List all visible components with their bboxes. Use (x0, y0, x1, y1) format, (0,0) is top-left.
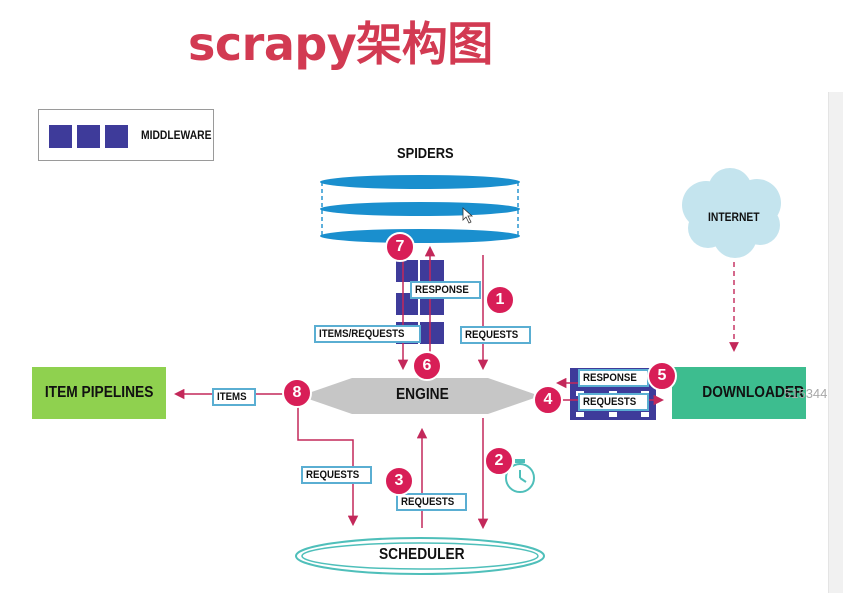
tag-requests-scheduler-left: REQUESTS (301, 466, 372, 484)
stopwatch-icon (505, 459, 535, 493)
middleware-square (49, 125, 72, 148)
internet-label: INTERNET (708, 210, 760, 224)
internet-cloud-icon (682, 168, 781, 258)
tag-response-downloader: RESPONSE (578, 369, 650, 387)
step-badge: 6 (412, 351, 442, 381)
legend: MIDDLEWARE (38, 109, 214, 161)
downloader-box (672, 367, 806, 419)
step-badge: 1 (485, 285, 515, 315)
tag-requests-spider: REQUESTS (460, 326, 531, 344)
engine-label: ENGINE (396, 386, 449, 403)
tag-response-spider: RESPONSE (410, 281, 482, 299)
spiders-label: SPIDERS (397, 145, 454, 162)
arrow-requests-left (297, 396, 359, 527)
page-title: scrapy架构图 (188, 17, 493, 71)
spiders-icon (320, 175, 520, 243)
scheduler-label: SCHEDULER (379, 546, 465, 563)
step-badge: 8 (282, 378, 312, 408)
item-pipelines-box (32, 367, 166, 419)
step-badge: 2 (484, 446, 514, 476)
legend-label: MIDDLEWARE (141, 128, 212, 142)
middleware-square (77, 125, 100, 148)
downloader-label[interactable]: DOWNLOADER (702, 384, 804, 401)
cursor-icon (462, 207, 474, 224)
watermark: 515344 (784, 386, 828, 401)
tag-requests-downloader: REQUESTS (578, 393, 649, 411)
tag-items-requests: ITEMS/REQUESTS (314, 325, 422, 343)
step-badge: 5 (647, 361, 677, 391)
scrollbar[interactable] (828, 92, 843, 593)
tag-requests-scheduler-mid: REQUESTS (396, 493, 467, 511)
engine-shape (300, 378, 540, 414)
step-badge: 7 (385, 232, 415, 262)
item-pipelines-label[interactable]: ITEM PIPELINES (44, 384, 154, 401)
scheduler-shape (295, 537, 545, 575)
middleware-square (105, 125, 128, 148)
tag-items: ITEMS (212, 388, 256, 406)
step-badge: 4 (533, 385, 563, 415)
step-badge: 3 (384, 466, 414, 496)
